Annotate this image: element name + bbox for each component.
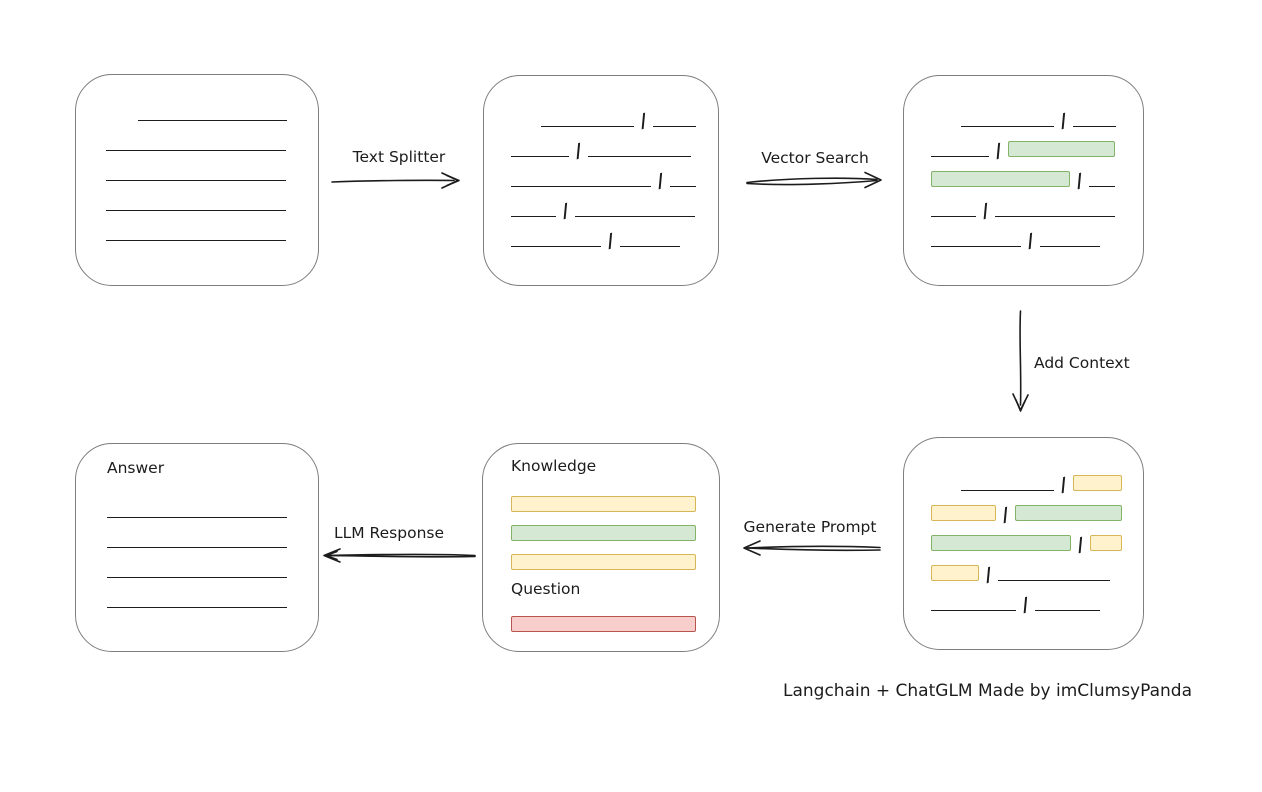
chunk-row: /	[511, 97, 696, 132]
green-chunk	[1007, 141, 1115, 157]
vector-search-label: Vector Search	[761, 149, 869, 167]
question-bar	[511, 616, 696, 645]
yellow-chunk	[931, 505, 996, 521]
chunk-row: /	[931, 187, 1116, 222]
green-chunk	[1014, 505, 1122, 521]
slash-separator: /	[604, 229, 617, 253]
chunk-row: /	[931, 217, 1116, 253]
generate-prompt-label: Generate Prompt	[743, 518, 877, 536]
chunk-row	[106, 151, 287, 181]
text-line	[511, 246, 601, 247]
text-line	[107, 547, 287, 548]
text-line	[931, 156, 989, 157]
chunk-row: /	[511, 127, 696, 162]
context-chunk-lines: /////	[931, 461, 1122, 617]
answer-title: Answer	[107, 459, 165, 477]
answer-lines	[107, 488, 287, 608]
text-line	[1072, 126, 1116, 127]
chunk-row: /	[931, 461, 1122, 496]
text-line	[1034, 610, 1100, 611]
slash-separator: /	[1024, 229, 1037, 253]
text-line	[931, 246, 1021, 247]
text-line	[587, 156, 691, 157]
context-chunks-box: /////	[903, 437, 1144, 650]
text-line	[138, 120, 287, 121]
chunk-row	[106, 91, 287, 121]
text-line	[994, 216, 1115, 217]
text-line	[652, 126, 696, 127]
chunk-row: /	[931, 551, 1122, 586]
knowledge-title: Knowledge	[511, 457, 597, 475]
matched-chunk-lines: /////	[931, 97, 1116, 253]
chunk-row: /	[931, 127, 1116, 162]
chunk-row	[106, 211, 287, 241]
chunk-row	[107, 578, 287, 608]
text-line	[107, 517, 287, 518]
text-line	[106, 210, 286, 211]
chunk-row	[107, 518, 287, 548]
yellow-chunk	[931, 565, 979, 581]
answer-box: Answer	[75, 443, 319, 652]
chunk-row	[106, 181, 287, 211]
slash-separator: /	[1019, 593, 1032, 617]
text-line	[106, 150, 286, 151]
text-line	[106, 180, 286, 181]
llm-response-label: LLM Response	[333, 524, 444, 542]
chunk-row: /	[931, 521, 1122, 556]
add-context-label: Add Context	[1034, 354, 1130, 372]
text-line	[511, 216, 556, 217]
green-chunk	[931, 171, 1070, 187]
source-document-box	[75, 74, 319, 286]
text-splitter-arrow-icon	[331, 172, 460, 189]
matched-chunks-box: /////	[903, 75, 1144, 286]
split-chunk-lines: /////	[511, 97, 696, 253]
chunk-row: /	[931, 491, 1122, 526]
add-context-arrow-icon	[1012, 310, 1029, 412]
text-line	[997, 580, 1110, 581]
chunk-row: /	[931, 157, 1116, 192]
chunk-row: /	[931, 97, 1116, 132]
chunk-row	[107, 548, 287, 578]
document-lines	[106, 91, 287, 241]
text-line	[106, 240, 286, 241]
red-bar	[511, 616, 696, 632]
yellow-bar	[511, 554, 696, 570]
text-line	[1039, 246, 1100, 247]
text-line	[574, 216, 695, 217]
chunk-row: /	[931, 581, 1122, 617]
prompt-box: Knowledge Question	[482, 443, 720, 652]
yellow-chunk	[1089, 535, 1122, 551]
text-line	[619, 246, 680, 247]
green-bar	[511, 525, 696, 541]
text-line	[961, 126, 1054, 127]
text-line	[511, 186, 651, 187]
vector-search-arrow-icon	[746, 171, 882, 189]
text-line	[107, 577, 287, 578]
chunk-row: /	[511, 187, 696, 222]
text-line	[541, 126, 634, 127]
text-line	[107, 607, 287, 608]
llm-response-arrow-icon	[323, 548, 476, 563]
credit-caption: Langchain + ChatGLM Made by imClumsyPand…	[783, 681, 1192, 701]
yellow-chunk	[1072, 475, 1122, 491]
chunk-row: /	[511, 217, 696, 253]
text-line	[931, 610, 1016, 611]
text-line	[931, 216, 976, 217]
generate-prompt-arrow-icon	[743, 540, 881, 556]
knowledge-bars	[511, 496, 696, 583]
yellow-bar	[511, 496, 696, 512]
split-chunks-box: /////	[483, 75, 719, 286]
text-line	[961, 490, 1054, 491]
text-line	[669, 186, 696, 187]
green-chunk	[931, 535, 1071, 551]
text-splitter-label: Text Splitter	[352, 148, 446, 166]
chunk-row	[107, 488, 287, 518]
chunk-row: /	[511, 157, 696, 192]
question-title: Question	[511, 580, 581, 598]
text-line	[1088, 186, 1115, 187]
text-line	[511, 156, 569, 157]
chunk-row	[106, 121, 287, 151]
